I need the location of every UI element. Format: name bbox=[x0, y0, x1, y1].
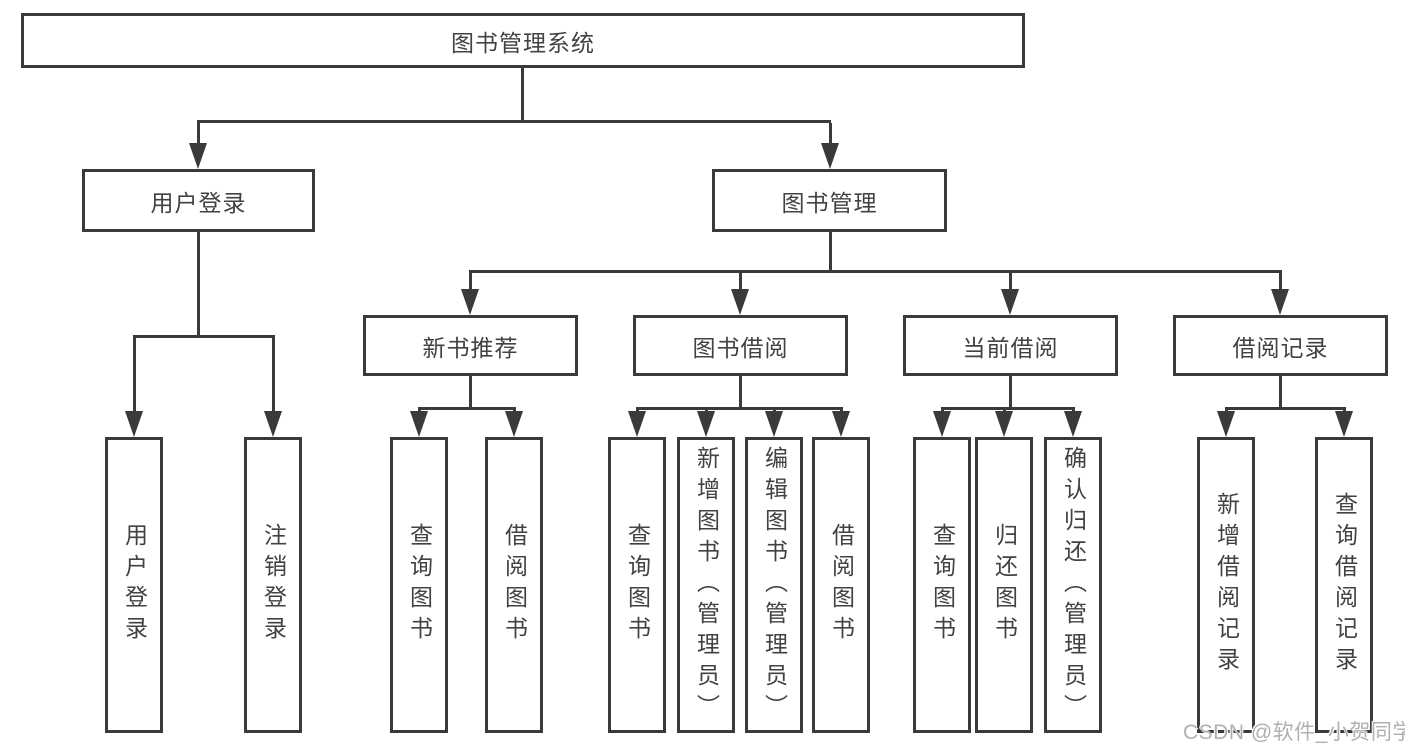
arrowhead-icon bbox=[1217, 411, 1235, 437]
connector bbox=[636, 407, 843, 410]
csdn-watermark: CSDN @软件_小贺同学 bbox=[1183, 721, 1405, 744]
arrowhead-icon bbox=[189, 143, 207, 169]
leaf-node-query-books-3: 查询图书 bbox=[913, 437, 971, 733]
leaf-node-user-login: 用户登录 bbox=[105, 437, 163, 733]
connector bbox=[1279, 273, 1282, 291]
arrowhead-icon bbox=[125, 411, 143, 437]
node-label: 借阅图书 bbox=[828, 523, 855, 647]
leaf-node-add-books-admin: 新增图书（管理员） bbox=[677, 437, 735, 733]
arrowhead-icon bbox=[461, 289, 479, 315]
leaf-node-query-books-1: 查询图书 bbox=[390, 437, 448, 733]
leaf-node-query-borrow-record: 查询借阅记录 bbox=[1315, 437, 1373, 733]
connector bbox=[521, 68, 524, 123]
connector bbox=[197, 120, 831, 123]
root-node-library-management-system: 图书管理系统 bbox=[21, 13, 1025, 68]
node-label: 图书借阅 bbox=[692, 334, 789, 361]
node-label: 新增图书（管理员） bbox=[693, 445, 720, 725]
node-new-book-recommend: 新书推荐 bbox=[363, 315, 578, 376]
node-label: 借阅记录 bbox=[1232, 334, 1329, 361]
connector bbox=[829, 232, 832, 273]
node-label: 查询图书 bbox=[624, 523, 651, 647]
node-label: 查询图书 bbox=[929, 523, 956, 647]
node-label: 新增借阅记录 bbox=[1213, 492, 1240, 678]
arrowhead-icon bbox=[628, 411, 646, 437]
arrowhead-icon bbox=[264, 411, 282, 437]
node-label: 用户登录 bbox=[121, 523, 148, 647]
node-label: 编辑图书（管理员） bbox=[761, 445, 788, 725]
leaf-node-confirm-return-admin: 确认归还（管理员） bbox=[1044, 437, 1102, 733]
node-borrow-records: 借阅记录 bbox=[1173, 315, 1388, 376]
node-label: 当前借阅 bbox=[962, 334, 1059, 361]
arrowhead-icon bbox=[505, 411, 523, 437]
leaf-node-return-books: 归还图书 bbox=[975, 437, 1033, 733]
connector bbox=[829, 123, 832, 144]
node-label: 图书管理 bbox=[781, 189, 878, 216]
connector bbox=[1279, 376, 1282, 410]
arrowhead-icon bbox=[731, 289, 749, 315]
connector bbox=[469, 270, 1282, 273]
arrowhead-icon bbox=[1335, 411, 1353, 437]
arrowhead-icon bbox=[821, 143, 839, 169]
arrowhead-icon bbox=[832, 411, 850, 437]
connector bbox=[197, 123, 200, 144]
connector bbox=[133, 335, 275, 338]
node-label: 注销登录 bbox=[260, 523, 287, 647]
node-label: 图书管理系统 bbox=[451, 29, 595, 56]
node-label: 确认归还（管理员） bbox=[1060, 445, 1087, 725]
node-label: 借阅图书 bbox=[501, 523, 528, 647]
leaf-node-logout: 注销登录 bbox=[244, 437, 302, 733]
arrowhead-icon bbox=[1064, 411, 1082, 437]
leaf-node-borrow-books-1: 借阅图书 bbox=[485, 437, 543, 733]
connector bbox=[739, 376, 742, 410]
connector bbox=[197, 232, 200, 338]
connector bbox=[1225, 407, 1346, 410]
node-label: 新书推荐 bbox=[422, 334, 519, 361]
node-label: 查询借阅记录 bbox=[1331, 492, 1358, 678]
connector bbox=[1009, 273, 1012, 291]
leaf-node-edit-books-admin: 编辑图书（管理员） bbox=[745, 437, 803, 733]
connector bbox=[1009, 376, 1012, 410]
connector bbox=[469, 376, 472, 410]
connector bbox=[739, 273, 742, 291]
connector bbox=[133, 338, 136, 413]
connector bbox=[469, 273, 472, 291]
connector bbox=[272, 338, 275, 413]
arrowhead-icon bbox=[995, 411, 1013, 437]
connector bbox=[941, 407, 1075, 410]
leaf-node-borrow-books-2: 借阅图书 bbox=[812, 437, 870, 733]
node-label: 用户登录 bbox=[150, 189, 247, 216]
arrowhead-icon bbox=[697, 411, 715, 437]
arrowhead-icon bbox=[933, 411, 951, 437]
node-book-borrow: 图书借阅 bbox=[633, 315, 848, 376]
arrowhead-icon bbox=[1001, 289, 1019, 315]
arrowhead-icon bbox=[1271, 289, 1289, 315]
node-book-management: 图书管理 bbox=[712, 169, 947, 232]
arrowhead-icon bbox=[765, 411, 783, 437]
node-user-login: 用户登录 bbox=[82, 169, 315, 232]
connector bbox=[418, 407, 516, 410]
arrowhead-icon bbox=[410, 411, 428, 437]
node-label: 归还图书 bbox=[991, 523, 1018, 647]
node-current-borrow: 当前借阅 bbox=[903, 315, 1118, 376]
node-label: 查询图书 bbox=[406, 523, 433, 647]
leaf-node-query-books-2: 查询图书 bbox=[608, 437, 666, 733]
leaf-node-add-borrow-record: 新增借阅记录 bbox=[1197, 437, 1255, 733]
